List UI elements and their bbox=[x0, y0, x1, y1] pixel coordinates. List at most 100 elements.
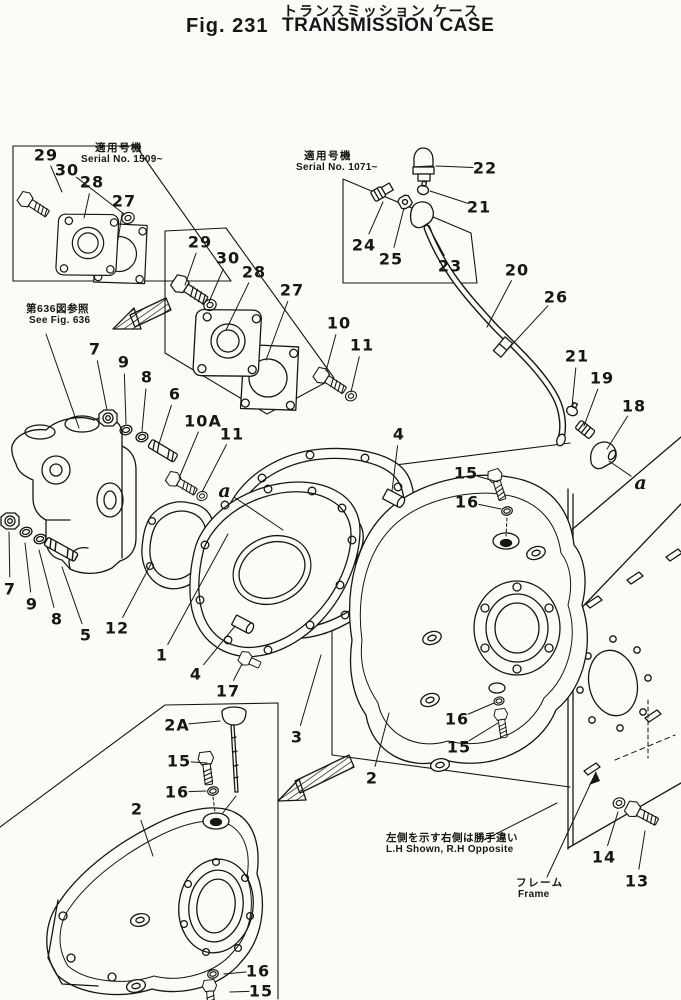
callout-16: 16 bbox=[444, 709, 470, 729]
callout-leader-lines bbox=[8, 165, 646, 993]
leader-16 bbox=[223, 971, 247, 975]
callout-28: 28 bbox=[241, 262, 267, 282]
callout-15: 15 bbox=[453, 463, 479, 483]
box-serial-left bbox=[12, 145, 232, 282]
callout-21: 21 bbox=[564, 346, 590, 366]
callout-16: 16 bbox=[454, 492, 480, 512]
leader-24 bbox=[368, 201, 384, 235]
callout-11: 11 bbox=[349, 335, 375, 355]
callout-16: 16 bbox=[164, 782, 190, 802]
leader-2 bbox=[140, 819, 154, 857]
frame-note-en: Frame bbox=[518, 889, 550, 900]
leader-16 bbox=[467, 702, 495, 715]
leader-10 bbox=[325, 334, 337, 372]
leader-12 bbox=[122, 561, 153, 618]
callout-17: 17 bbox=[215, 681, 241, 701]
leader-15 bbox=[468, 722, 499, 742]
see-fig-en: See Fig. 636 bbox=[29, 315, 91, 326]
leader-2A bbox=[188, 720, 221, 725]
serial-right-jp: 適用号機 bbox=[304, 150, 352, 162]
leader-2 bbox=[374, 712, 390, 767]
clamp-21-upper bbox=[416, 180, 431, 197]
leader-7 bbox=[96, 360, 108, 411]
leader-23 bbox=[426, 223, 445, 256]
leader-21 bbox=[571, 367, 577, 407]
leader-a bbox=[234, 497, 284, 531]
leader-17 bbox=[233, 663, 243, 681]
serial-right-en: Serial No. 1071~ bbox=[296, 162, 378, 173]
leader-8 bbox=[141, 388, 147, 432]
callout-27: 27 bbox=[279, 280, 305, 300]
callout-15: 15 bbox=[446, 737, 472, 757]
callout-25: 25 bbox=[378, 249, 404, 269]
leader-16 bbox=[478, 503, 502, 510]
callout-26: 26 bbox=[543, 287, 569, 307]
leader-9 bbox=[24, 542, 32, 593]
callout-5: 5 bbox=[79, 625, 93, 645]
leader-30 bbox=[75, 176, 125, 215]
box-bottom-cover bbox=[0, 702, 279, 1000]
case-3 bbox=[189, 481, 361, 658]
callout-21: 21 bbox=[466, 197, 492, 217]
leader-27 bbox=[265, 300, 289, 361]
frame-note-jp: フレーム bbox=[516, 877, 564, 889]
plug-17 bbox=[237, 651, 262, 669]
leader-5 bbox=[61, 566, 83, 625]
callout-23: 23 bbox=[437, 256, 463, 276]
leader-a bbox=[608, 460, 632, 477]
leader-19 bbox=[583, 388, 599, 427]
callout-a: a bbox=[634, 472, 648, 494]
flange-28-gasket-27-panel bbox=[192, 308, 300, 411]
see-fig-jp: 第636図参照 bbox=[26, 303, 90, 315]
hose-20-assembly bbox=[423, 224, 617, 470]
callout-8: 8 bbox=[140, 367, 154, 387]
callout-a: a bbox=[218, 480, 232, 502]
callout-8: 8 bbox=[50, 609, 64, 629]
leader-27 bbox=[117, 212, 123, 241]
leader-28 bbox=[225, 282, 250, 331]
leader-15 bbox=[229, 990, 250, 993]
callout-4: 4 bbox=[189, 664, 203, 684]
box-flange-panel bbox=[164, 227, 335, 415]
leader-1 bbox=[167, 533, 229, 645]
callout-15: 15 bbox=[166, 751, 192, 771]
callout-10A: 10A bbox=[184, 411, 222, 431]
serial-range-note-left: 適用号機 Serial No. 1509~ bbox=[81, 142, 163, 166]
callout-14: 14 bbox=[591, 847, 617, 867]
leader-21 bbox=[429, 190, 469, 204]
hardware bbox=[0, 188, 662, 1000]
leader-8 bbox=[38, 549, 55, 608]
dipstick-2A bbox=[221, 706, 247, 815]
callout-16: 16 bbox=[245, 961, 271, 981]
leader-18 bbox=[606, 415, 629, 450]
leader-11 bbox=[350, 356, 360, 393]
callout-11: 11 bbox=[219, 424, 245, 444]
serial-range-note-right: 適用号機 Serial No. 1071~ bbox=[296, 150, 378, 174]
leader-11 bbox=[201, 444, 227, 493]
callout-2A: 2A bbox=[164, 715, 190, 735]
leader-15 bbox=[190, 761, 208, 764]
assembly-direction-arrows bbox=[112, 297, 355, 802]
callout-10: 10 bbox=[326, 313, 352, 333]
callout-6: 6 bbox=[168, 384, 182, 404]
elbow-23 bbox=[409, 201, 434, 229]
callout-28: 28 bbox=[79, 172, 105, 192]
callout-4: 4 bbox=[392, 424, 406, 444]
leader-4 bbox=[203, 625, 236, 666]
serial-left-en: Serial No. 1509~ bbox=[81, 154, 163, 165]
hatched-arrow-lower bbox=[277, 754, 355, 802]
callout-30: 30 bbox=[54, 160, 80, 180]
serial-left-jp: 適用号機 bbox=[95, 142, 143, 154]
leader-20 bbox=[486, 280, 512, 328]
hose-clamp-26 bbox=[492, 336, 514, 358]
note-leaders bbox=[45, 333, 600, 878]
leader-6 bbox=[158, 404, 172, 445]
callout-18: 18 bbox=[621, 396, 647, 416]
callout-12: 12 bbox=[104, 618, 130, 638]
elbow-18 bbox=[589, 441, 617, 470]
flange-28-gasket-27-top bbox=[55, 213, 148, 285]
leader-25 bbox=[393, 207, 405, 248]
callout-22: 22 bbox=[472, 158, 498, 178]
page-title-japanese: トランスミッション ケース bbox=[283, 3, 480, 19]
